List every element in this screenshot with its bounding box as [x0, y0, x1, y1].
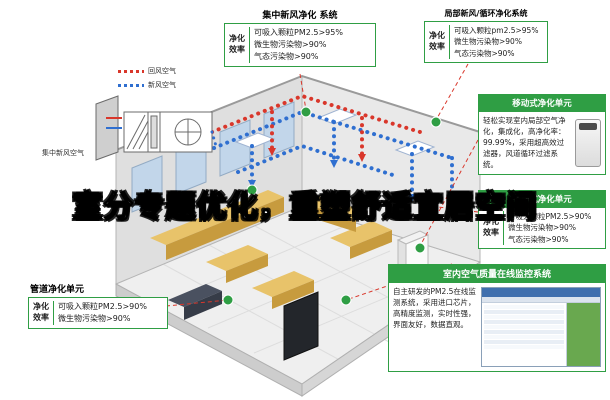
legend-return-air: 回风空气	[118, 66, 176, 76]
spec-label-line: 效率	[483, 227, 499, 237]
mini-image-panel	[566, 303, 600, 366]
spec-lines: 可吸入颗粒pm2.5>95% 微生物污染物>90% 气态污染物>90%	[454, 25, 538, 59]
spec-label-line: 效率	[429, 41, 445, 51]
spec-label-line: 效率	[229, 45, 245, 54]
spec-lines: 可吸入颗粒PM2.5>95% 微生物污染物>90% 气态污染物>90%	[254, 27, 343, 63]
callout-mobile-unit: 移动式净化单元 轻松实现室内局部空气净化，集成化，高净化率：99.99%，采用超…	[478, 94, 606, 176]
fresh-air-line-swatch	[118, 83, 144, 87]
callout-header: 吊顶式净化单元	[478, 190, 606, 208]
callout-text: 自主研发的PM2.5在线监测系统，采用进口芯片，高精度监测，实时性强，界面友好，…	[393, 287, 476, 329]
purifier-device-image	[575, 119, 601, 168]
callout-text: 轻松实现室内局部空气净化，集成化，高净化率：99.99%，采用超高效过滤器，风道…	[483, 116, 566, 169]
spec-label-line: 净化	[229, 34, 245, 44]
callout-title: 集中新风净化 系统	[262, 11, 338, 21]
spec-label: 净化 效率	[429, 25, 450, 59]
callout-title: 管道净化单元	[30, 285, 85, 295]
mini-main	[482, 303, 600, 366]
spec-line: 可吸入颗粒PM2.5>95%	[254, 28, 343, 37]
spec-lines: 可吸入颗粒PM2.5>90% 微生物污染物>90%	[58, 301, 147, 325]
spec-line: 微生物污染物>90%	[454, 37, 522, 47]
spec-line: 气态污染物>90%	[508, 234, 569, 244]
return-air-line-swatch	[118, 69, 144, 73]
spec-label: 净化 效率	[33, 301, 54, 325]
spec-line: 微生物污染物>90%	[254, 40, 327, 49]
callout-header: 室内空气质量在线监控系统	[388, 264, 606, 283]
furniture	[150, 190, 392, 361]
spec-line: 微生物污染物>90%	[58, 314, 131, 323]
callout-header: 移动式净化单元	[478, 94, 606, 112]
callout-monitoring-system: 室内空气质量在线监控系统 自主研发的PM2.5在线监测系统，采用进口芯片，高精度…	[388, 264, 606, 372]
headline-text: 室分专题优化，重塑舒适宜居空间	[72, 189, 538, 225]
spec-line: 微生物污染物>90%	[508, 223, 576, 233]
spec-line: 可吸入颗粒PM2.5>90%	[58, 302, 147, 311]
spec-label-line: 净化	[33, 302, 49, 312]
spec-line: 可吸入颗粒pm2.5>95%	[454, 26, 539, 35]
spec-label-line: 净化	[429, 31, 445, 41]
spec-line: 气态污染物>90%	[254, 52, 319, 61]
mini-titlebar	[482, 288, 600, 297]
callout-title: 局部新风/循环净化系统	[444, 9, 528, 18]
callout-body: 自主研发的PM2.5在线监测系统，采用进口芯片，高精度监测，实时性强，界面友好，…	[388, 283, 606, 372]
callout-connector-lines	[165, 63, 479, 307]
legend-label: 回风空气	[148, 67, 176, 75]
point-markers	[222, 106, 442, 306]
air-handling-unit-drawing	[95, 95, 218, 161]
spec-label: 净化 效率	[483, 211, 504, 245]
spec-box: 净化 效率 可吸入颗粒pm2.5>95% 微生物污染物>90% 气态污染物>90…	[424, 21, 548, 63]
spec-line: 气态污染物>90%	[454, 48, 515, 58]
airflow-lines	[210, 93, 456, 206]
callout-duct-unit: 管道净化单元 净化 效率 可吸入颗粒PM2.5>90% 微生物污染物>90%	[28, 282, 168, 329]
spec-label: 净化 效率	[229, 27, 250, 63]
callout-ceiling-unit: 吊顶式净化单元 净化 效率 可吸入颗粒PM2.5>90% 微生物污染物>90% …	[478, 190, 606, 249]
airflow-legend: 回风空气 新风空气	[118, 66, 176, 94]
spec-box: 净化 效率 可吸入颗粒PM2.5>90% 微生物污染物>90%	[28, 297, 168, 329]
callout-central-system: 集中新风净化 系统 净化 效率 可吸入颗粒PM2.5>95% 微生物污染物>90…	[224, 8, 376, 67]
spec-label-line: 效率	[33, 313, 49, 322]
spec-box: 净化 效率 可吸入颗粒PM2.5>95% 微生物污染物>90% 气态污染物>90…	[224, 23, 376, 67]
spec-box: 净化 效率 可吸入颗粒PM2.5>90% 微生物污染物>90% 气态污染物>90…	[478, 208, 606, 249]
legend-label: 新风空气	[148, 81, 176, 89]
spec-lines: 可吸入颗粒PM2.5>90% 微生物污染物>90% 气态污染物>90%	[508, 211, 591, 245]
spec-line: 可吸入颗粒PM2.5>90%	[508, 212, 592, 221]
callout-local-system: 局部新风/循环净化系统 净化 效率 可吸入颗粒pm2.5>95% 微生物污染物>…	[424, 8, 548, 63]
mini-menubar	[482, 297, 600, 303]
spec-label-line: 净化	[483, 217, 499, 227]
mini-data-table	[482, 303, 566, 366]
monitoring-software-screenshot	[481, 287, 601, 367]
callout-body: 轻松实现室内局部空气净化，集成化，高净化率：99.99%，采用超高效过滤器，风道…	[478, 112, 606, 176]
ahu-caption: 集中新风空气	[42, 149, 84, 157]
legend-fresh-air: 新风空气	[118, 80, 176, 90]
